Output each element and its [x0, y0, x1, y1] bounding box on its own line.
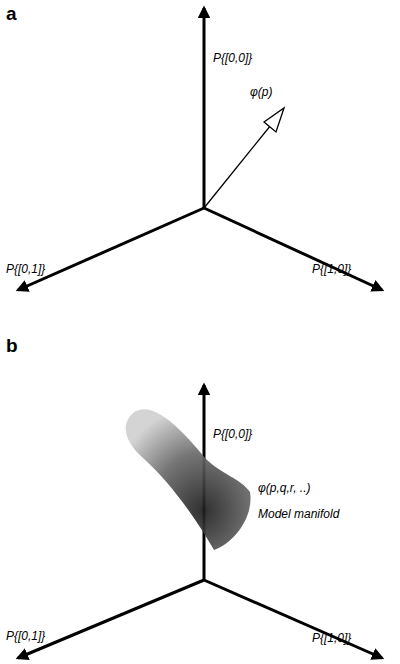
vector-label: φ(p) [250, 86, 273, 99]
axes-b [18, 385, 382, 658]
axis-label: P{[0,1]} [6, 263, 45, 276]
panel-letter: b [6, 336, 18, 357]
axis-label: P{[1,0]} [312, 632, 351, 645]
panel-letter: a [6, 4, 17, 25]
axes-a [18, 8, 382, 290]
axis-label: P{[0,0]} [213, 52, 252, 65]
vector-arrow [204, 108, 284, 208]
manifold-formula: φ(p,q,r, ..) [258, 482, 311, 495]
axis-label: P{[0,1]} [6, 630, 45, 643]
manifold-label: Model manifold [258, 508, 339, 521]
axis-label: P{[1,0]} [312, 263, 351, 276]
axis-label: P{[0,0]} [213, 428, 252, 441]
